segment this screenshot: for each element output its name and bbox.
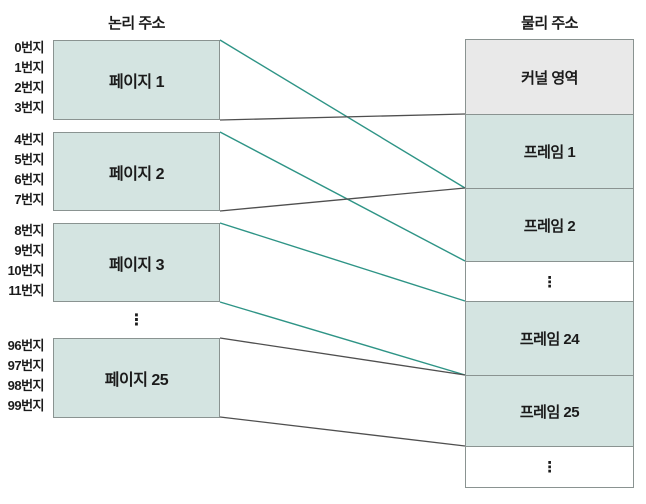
mapping-line-page1-top-to-frame1-bottom: [219, 39, 466, 189]
address-label-7: 7번지: [14, 192, 44, 207]
physical-ellipsis-lower: ⋮: [465, 446, 634, 488]
page-box-25: 페이지 25: [53, 338, 220, 418]
mapping-line-page2-bottom-to-frame2-top: [219, 187, 466, 212]
address-label-11: 11번지: [8, 283, 44, 298]
address-label-4: 4번지: [14, 132, 44, 147]
address-label-1: 1번지: [14, 60, 44, 75]
mapping-line-page3-bottom-to-frame24-bottom: [219, 301, 466, 376]
physical-address-title: 물리 주소: [521, 15, 578, 32]
kernel-area-box: 커널 영역: [465, 39, 634, 115]
address-label-99: 99번지: [7, 398, 45, 413]
physical-ellipsis-upper: ⋮: [465, 261, 634, 302]
page-box-2: 페이지 2: [53, 132, 220, 211]
address-label-8: 8번지: [14, 223, 44, 238]
page-box-3: 페이지 3: [53, 223, 220, 302]
address-label-0: 0번지: [14, 40, 44, 55]
address-label-2: 2번지: [14, 80, 44, 95]
mapping-line-page3-top-to-frame24-top: [219, 222, 466, 302]
address-label-5: 5번지: [14, 152, 44, 167]
address-label-97: 97번지: [7, 358, 45, 373]
logical-address-title: 논리 주소: [108, 15, 165, 32]
address-label-9: 9번지: [14, 243, 44, 258]
address-label-6: 6번지: [14, 172, 44, 187]
logical-ellipsis: ⋮: [128, 312, 145, 329]
address-label-98: 98번지: [7, 378, 45, 393]
address-label-96: 96번지: [7, 338, 45, 353]
frame-box-25: 프레임 25: [465, 375, 634, 447]
mapping-line-page25-top-to-frame25-top: [219, 337, 466, 376]
page-box-1: 페이지 1: [53, 40, 220, 120]
mapping-line-page25-bottom-to-frame25-bottom: [219, 416, 466, 447]
frame-box-2: 프레임 2: [465, 188, 634, 262]
mapping-line-page1-bottom-to-frame1-top: [219, 113, 466, 121]
frame-box-1: 프레임 1: [465, 114, 634, 189]
frame-box-24: 프레임 24: [465, 301, 634, 376]
mapping-line-page2-top-to-frame2-bottom: [219, 131, 466, 262]
address-label-3: 3번지: [14, 100, 44, 115]
address-label-10: 10번지: [7, 263, 45, 278]
